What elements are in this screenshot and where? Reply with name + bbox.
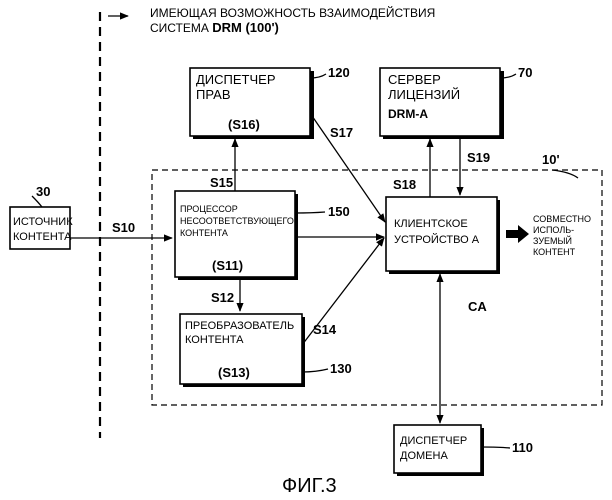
domain-manager-line-1: ДИСПЕТЧЕР xyxy=(400,435,467,447)
processor-ref: 150 xyxy=(328,204,350,219)
processor-line-2: НЕСООТВЕТСТВУЮЩЕГО xyxy=(180,216,294,226)
converter-line-2: КОНТЕНТА xyxy=(185,334,244,346)
client-device-line-2: УСТРОЙСТВО А xyxy=(394,233,480,246)
step-s19: S19 xyxy=(467,150,490,165)
processor-ref-leader xyxy=(295,212,325,213)
step-s18: S18 xyxy=(393,177,416,192)
shared-content-line-1: СОВМЕСТНО xyxy=(533,214,591,224)
step-s14: S14 xyxy=(313,322,337,337)
client-device-box: КЛИЕНТСКОЕ УСТРОЙСТВО А CA xyxy=(386,197,500,314)
header-line-1: ИМЕЮЩАЯ ВОЗМОЖНОСТЬ ВЗАИМОДЕЙСТВИЯ xyxy=(150,5,435,20)
system-ref-label: 10' xyxy=(542,152,560,167)
content-source-line-1: ИСТОЧНИК xyxy=(13,216,73,228)
shared-content-line-4: КОНТЕНТ xyxy=(533,247,576,257)
client-device-ref: CA xyxy=(468,299,487,314)
step-s12: S12 xyxy=(211,290,234,305)
domain-manager-box: ДИСПЕТЧЕР ДОМЕНА 110 xyxy=(394,425,533,476)
content-source-ref: 30 xyxy=(36,184,50,199)
step-s15: S15 xyxy=(210,175,233,190)
shared-content-line-2: ИСПОЛЬ- xyxy=(533,225,574,235)
rights-manager-ref: 120 xyxy=(328,65,350,80)
content-source-box: ИСТОЧНИК КОНТЕНТА 30 xyxy=(10,184,73,249)
license-server-line-3: DRM-A xyxy=(388,107,428,121)
system-ref-leader xyxy=(552,170,578,178)
shared-content-line-3: ЗУЕМЫЙ xyxy=(533,235,572,246)
header-line-2: СИСТЕМА DRM (100') xyxy=(150,20,279,35)
converter-line-1: ПРЕОБРАЗОВАТЕЛЬ xyxy=(185,320,294,332)
domain-manager-ref: 110 xyxy=(512,440,533,455)
processor-line-3: КОНТЕНТА xyxy=(180,228,228,238)
domain-manager-ref-leader xyxy=(481,447,510,448)
content-source-line-2: КОНТЕНТА xyxy=(13,231,72,243)
converter-step: (S13) xyxy=(218,365,250,380)
converter-ref: 130 xyxy=(330,361,352,376)
processor-step: (S11) xyxy=(212,258,243,273)
license-server-line-1: СЕРВЕР xyxy=(388,72,441,87)
processor-line-1: ПРОЦЕССОР xyxy=(180,204,238,214)
step-s17: S17 xyxy=(330,125,353,140)
shared-content-arrow xyxy=(506,225,529,243)
processor-box: ПРОЦЕССОР НЕСООТВЕТСТВУЮЩЕГО КОНТЕНТА (S… xyxy=(175,191,350,280)
converter-ref-leader xyxy=(302,369,328,372)
step-s10: S10 xyxy=(112,220,135,235)
rights-manager-line-1: ДИСПЕТЧЕР xyxy=(196,72,276,87)
shared-content: СОВМЕСТНО ИСПОЛЬ- ЗУЕМЫЙ КОНТЕНТ xyxy=(506,214,591,257)
domain-manager-line-2: ДОМЕНА xyxy=(400,450,448,462)
rights-manager-box: ДИСПЕТЧЕР ПРАВ (S16) 120 xyxy=(190,65,350,139)
license-server-box: СЕРВЕР ЛИЦЕНЗИЙ DRM-A 70 xyxy=(380,65,532,139)
rights-manager-step: (S16) xyxy=(228,117,260,132)
rights-manager-line-2: ПРАВ xyxy=(196,87,231,102)
license-server-line-2: ЛИЦЕНЗИЙ xyxy=(388,87,460,102)
license-server-ref: 70 xyxy=(518,65,532,80)
figure-caption: ФИГ.3 xyxy=(282,475,337,497)
client-device-line-1: КЛИЕНТСКОЕ xyxy=(394,218,468,230)
header: ИМЕЮЩАЯ ВОЗМОЖНОСТЬ ВЗАИМОДЕЙСТВИЯ СИСТЕ… xyxy=(108,5,435,35)
